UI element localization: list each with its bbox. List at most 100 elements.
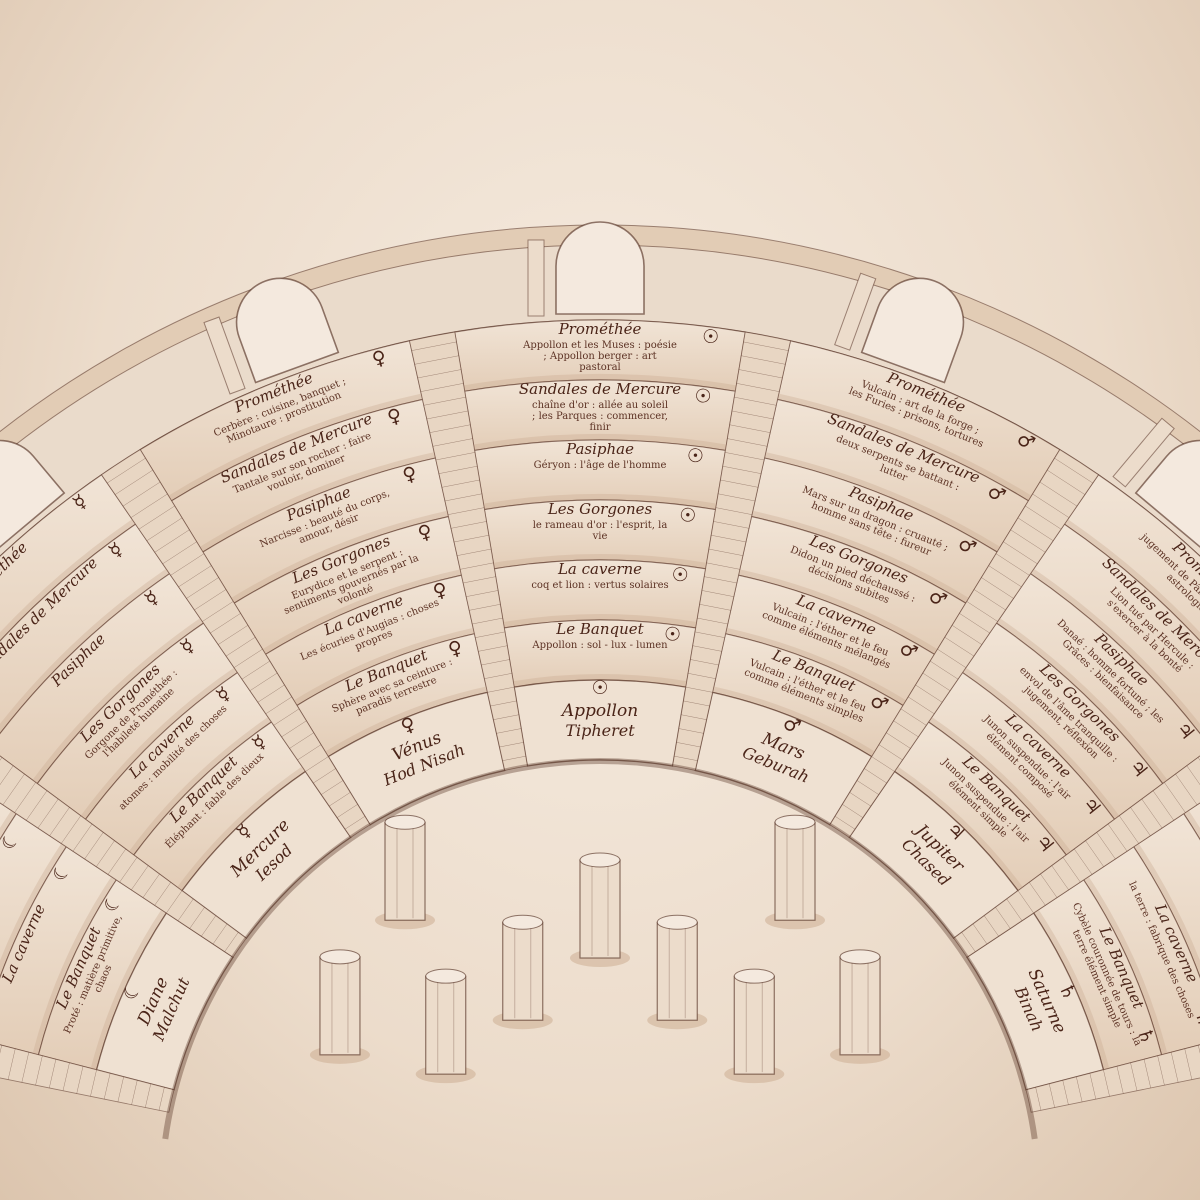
stair-tread xyxy=(681,714,707,720)
stair-tread xyxy=(35,1055,43,1086)
stair-tread xyxy=(1010,529,1046,553)
stair-tread xyxy=(84,832,104,860)
tier-riser xyxy=(0,519,136,642)
stairway xyxy=(101,449,371,838)
stair-tread xyxy=(715,507,752,515)
stair-tread xyxy=(690,659,719,666)
stairway xyxy=(409,331,528,771)
stairway xyxy=(829,449,1099,838)
planet-symbol-icon: ♀ xyxy=(446,636,465,661)
stair-tread xyxy=(297,744,322,761)
stair-tread xyxy=(496,728,522,734)
stair-tread xyxy=(849,792,871,807)
stair-tread xyxy=(210,613,241,634)
grade-label: Sandales de Mercure xyxy=(519,380,681,398)
stair-tread xyxy=(736,383,780,392)
grade-description: ; Appollon berger : art xyxy=(543,351,656,362)
tier-riser xyxy=(483,494,717,510)
planet-symbol-icon: ♀ xyxy=(415,520,434,545)
stair-tread xyxy=(711,534,746,543)
arcade-arch xyxy=(1112,417,1200,551)
stair-tread xyxy=(1035,1087,1042,1111)
column-shaft xyxy=(579,859,621,959)
stair-tread xyxy=(451,521,487,529)
stair-tread xyxy=(1175,773,1198,805)
stair-tread xyxy=(1116,1066,1124,1094)
planet-symbol-icon: ☉ xyxy=(701,325,721,349)
stair-tread xyxy=(1040,873,1058,898)
orchestra-column xyxy=(415,968,476,1084)
column-top xyxy=(656,914,698,930)
grade-description: Appollon et les Muses : poésie xyxy=(522,340,677,351)
stair-tread xyxy=(131,865,149,890)
stairway xyxy=(1025,1044,1200,1113)
stair-tread xyxy=(688,673,716,679)
arch-opening xyxy=(1134,439,1200,551)
stair-tread xyxy=(699,604,731,611)
stair-tread xyxy=(1130,1062,1138,1091)
stair-tread xyxy=(420,383,464,392)
stair-tread xyxy=(107,848,126,875)
stair-tread xyxy=(154,882,171,906)
stair-tread xyxy=(674,755,698,761)
planet-symbol-icon: ♀ xyxy=(431,578,450,603)
stair-tread xyxy=(1074,848,1093,875)
stair-tread xyxy=(1003,541,1038,564)
tier-riser xyxy=(777,393,1032,501)
stair-tread xyxy=(490,700,517,707)
stair-tread xyxy=(697,617,728,625)
stair-tread xyxy=(1107,823,1128,852)
planet-symbol-icon: ☉ xyxy=(678,504,698,528)
pilaster xyxy=(834,272,877,351)
stair-tread xyxy=(313,768,336,784)
planet-symbol-icon: ♄ xyxy=(1190,1008,1200,1031)
column-top xyxy=(774,814,816,830)
grade-label: Prométhée xyxy=(558,320,642,338)
planet-symbol-icon: ♀ xyxy=(400,462,419,487)
stair-tread xyxy=(1076,1076,1083,1102)
tier-riser xyxy=(32,876,117,1055)
stair-tread xyxy=(725,452,765,461)
orchestra-column xyxy=(724,968,785,1084)
stair-tread xyxy=(886,732,911,749)
orchestra-column xyxy=(375,814,435,930)
tier-riser xyxy=(962,667,1120,820)
stair-tread xyxy=(457,548,492,556)
stair-tread xyxy=(713,521,749,529)
stair-tread xyxy=(984,915,999,937)
stair-tread xyxy=(1017,890,1034,914)
grade-label: La caverne xyxy=(557,560,642,578)
stair-tread xyxy=(972,923,988,945)
stair-tread xyxy=(460,562,494,570)
arch-opening xyxy=(555,221,645,315)
stair-tread xyxy=(233,648,263,668)
stair-tread xyxy=(1152,790,1174,821)
grade-description: ; les Parques : commencer, xyxy=(532,411,668,422)
stair-tread xyxy=(61,815,81,844)
stair-tread xyxy=(1062,1080,1069,1105)
stair-tread xyxy=(131,1080,138,1105)
stair-tread xyxy=(944,637,974,657)
tier-riser xyxy=(325,686,488,757)
stair-tread xyxy=(1054,457,1093,484)
stair-tread xyxy=(441,479,480,488)
stair-tread xyxy=(695,631,725,638)
stair-tread xyxy=(201,915,216,937)
stair-tread xyxy=(1089,1073,1097,1100)
stair-tread xyxy=(842,804,863,818)
stair-tread xyxy=(1006,898,1023,921)
grade-description: pastoral xyxy=(579,362,620,373)
stairway xyxy=(0,1044,175,1113)
stair-tread xyxy=(14,782,36,813)
stair-tread xyxy=(178,565,212,588)
stair-tread xyxy=(0,1045,2,1054)
stair-tread xyxy=(729,424,771,433)
tier-riser xyxy=(90,909,167,1070)
tier-riser xyxy=(128,717,272,856)
stair-tread xyxy=(212,923,228,945)
stair-tread xyxy=(265,696,292,714)
orchestra-column xyxy=(765,814,825,930)
orchestra-column xyxy=(492,914,553,1030)
tier-riser xyxy=(473,433,727,451)
